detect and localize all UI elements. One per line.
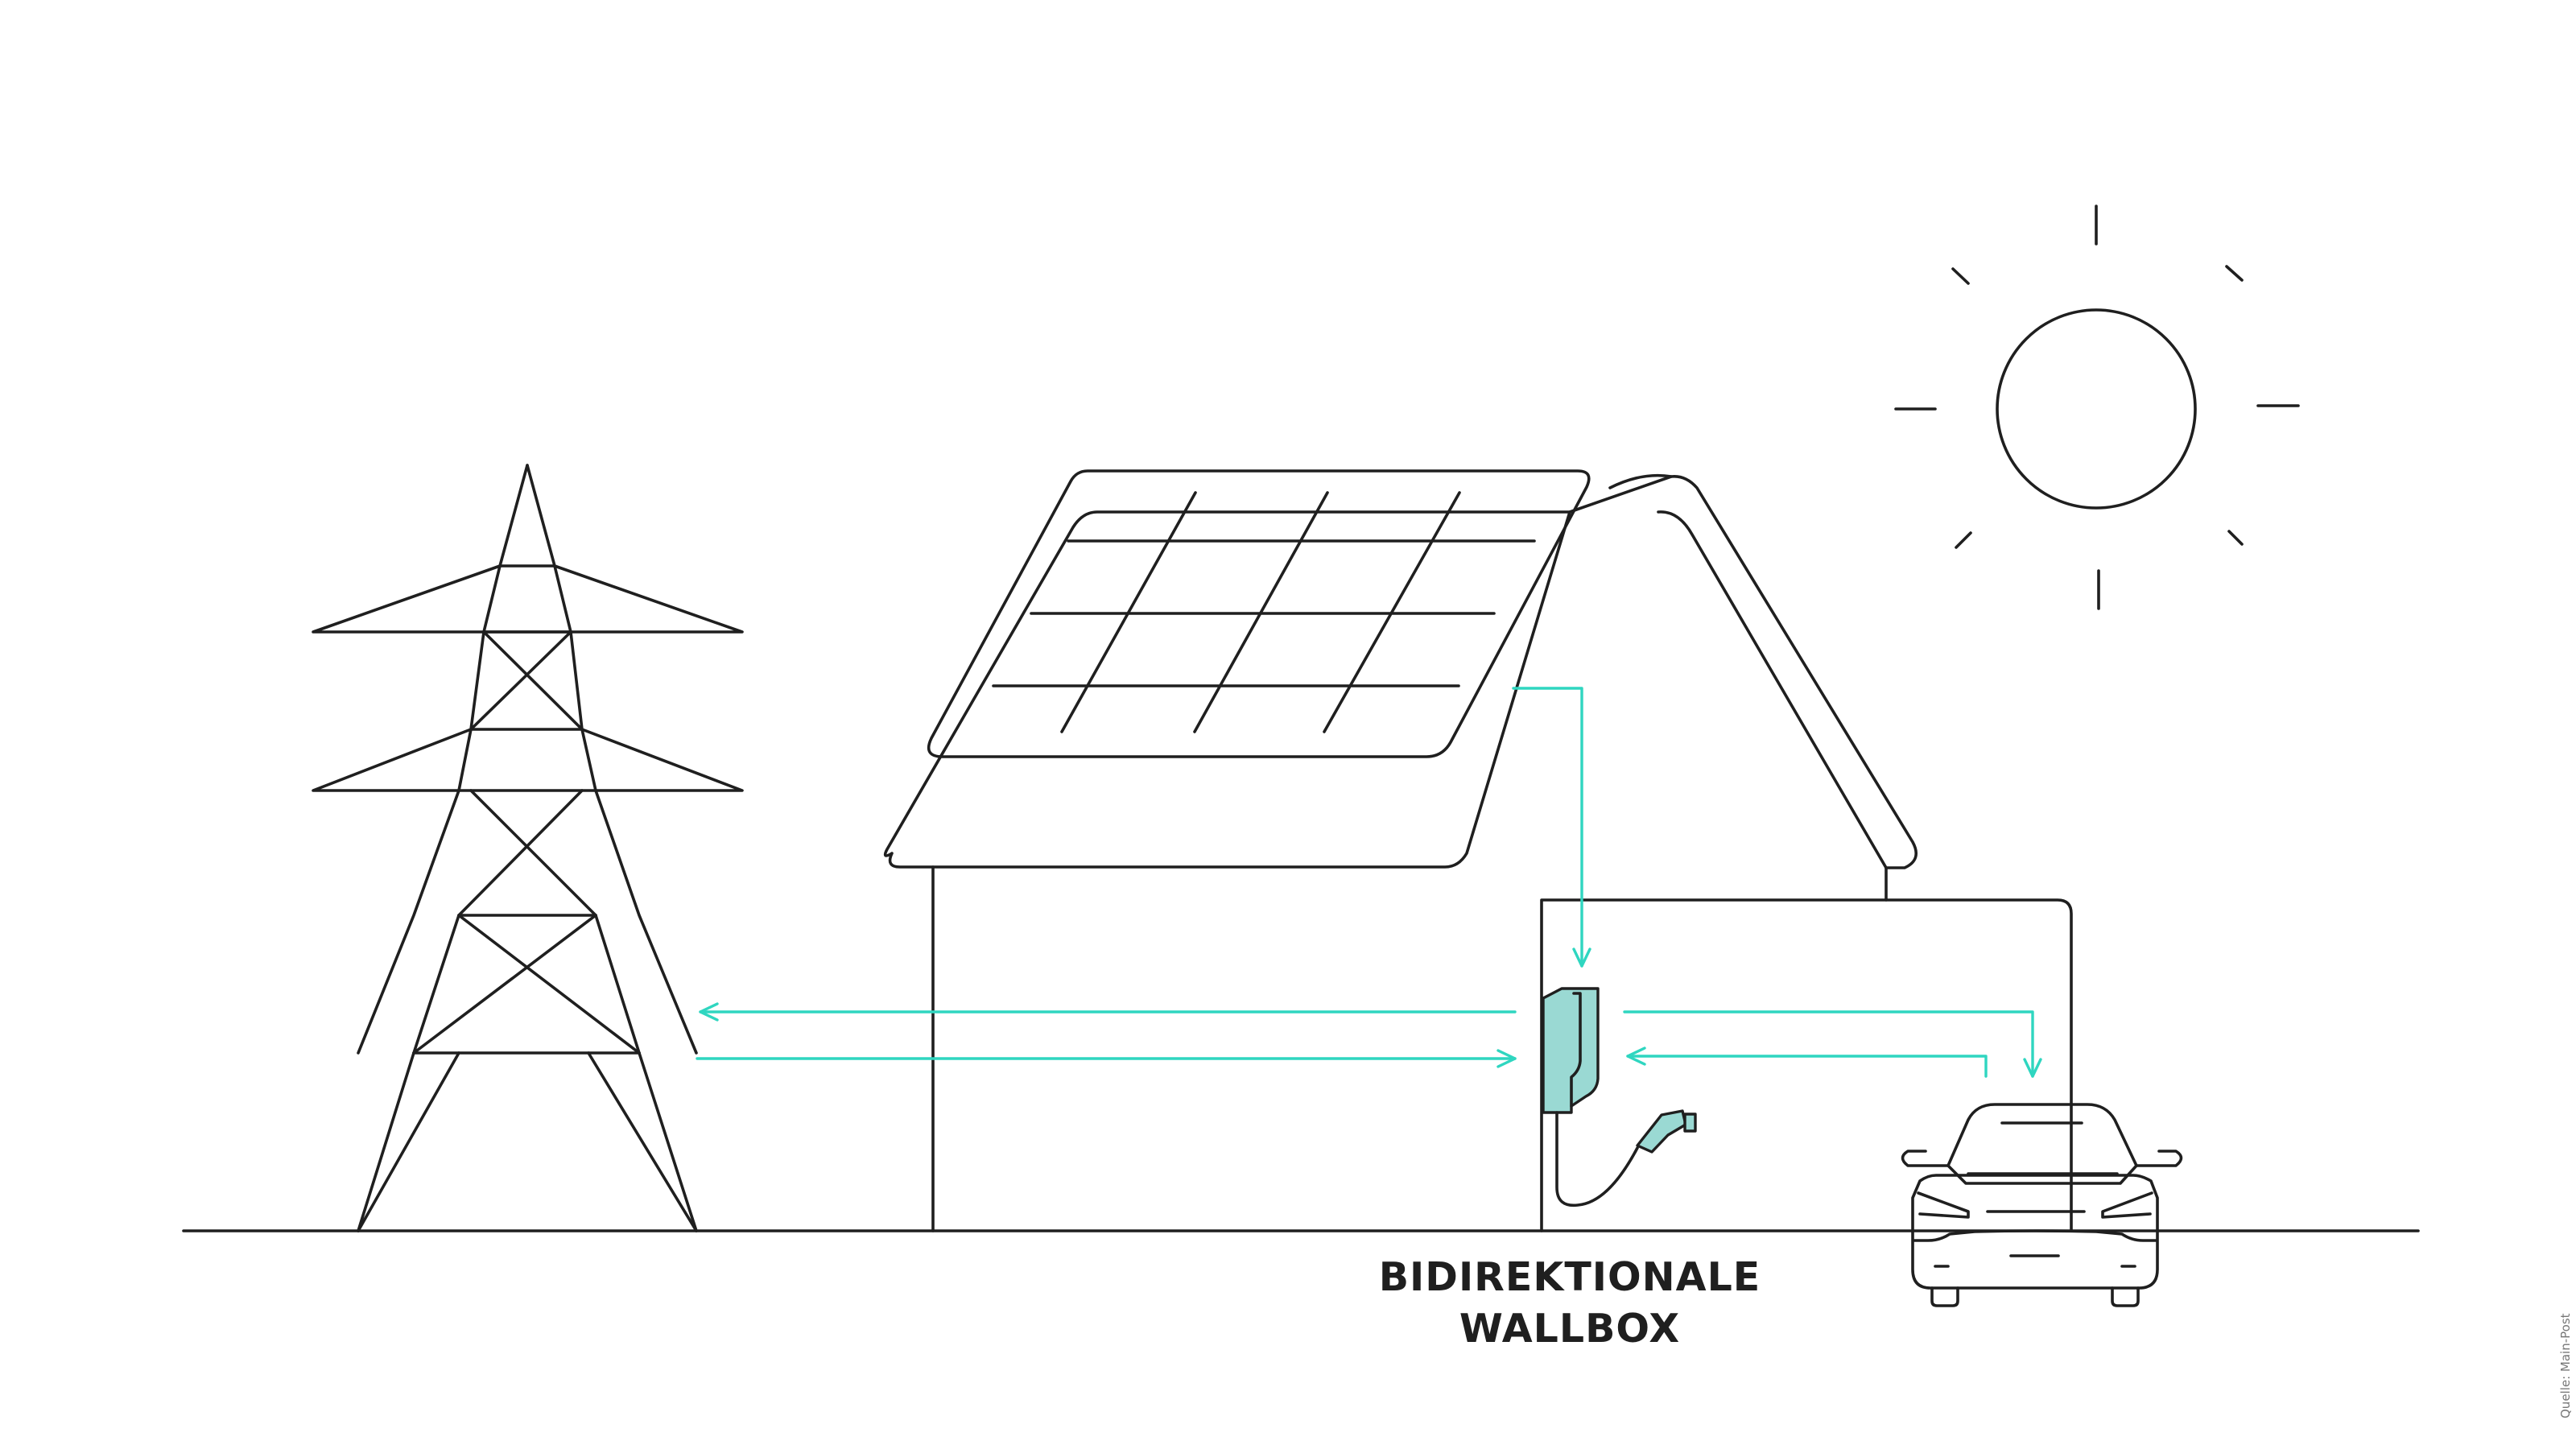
- energy-flows: [696, 687, 2042, 1078]
- power-pylon-icon: [312, 464, 744, 1232]
- flow-solar-to-wallbox: [1512, 687, 1591, 968]
- wallbox-icon: [1542, 987, 1639, 1208]
- sun-icon: [1894, 204, 2300, 610]
- charging-plug-icon: [1636, 1109, 1697, 1154]
- wallbox-label-line1: BIDIREKTIONALE: [1378, 1254, 1761, 1300]
- house-icon: [883, 473, 2073, 1232]
- solar-panel-icon: [927, 469, 1591, 758]
- wallbox-label: BIDIREKTIONALE WALLBOX: [1288, 1252, 1852, 1355]
- source-credit: Quelle: Main-Post: [2558, 1313, 2573, 1418]
- flow-car-to-wallbox: [1626, 1046, 1988, 1078]
- flow-wallbox-to-car: [1623, 1010, 2042, 1078]
- wallbox-label-line2: WALLBOX: [1459, 1306, 1681, 1352]
- electric-car-icon: [1901, 1103, 2183, 1307]
